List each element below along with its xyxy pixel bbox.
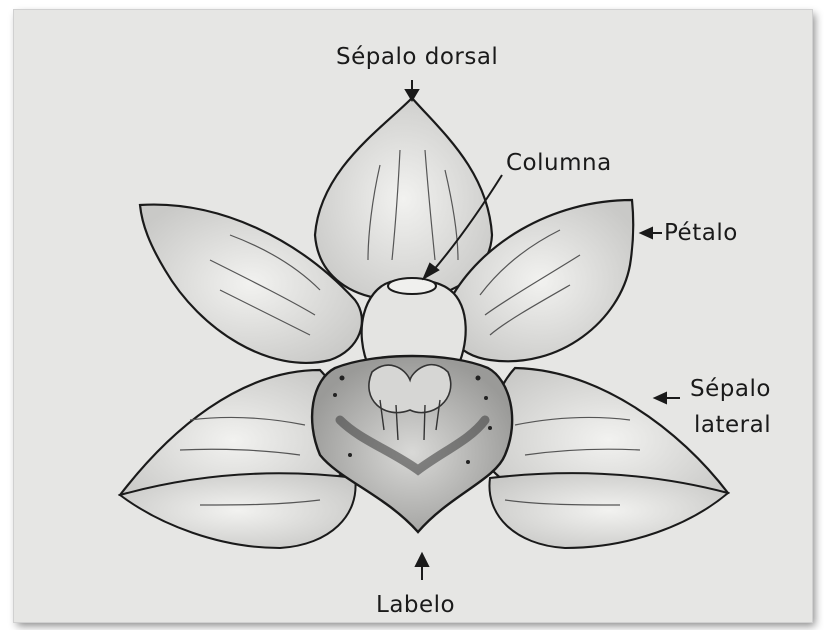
lateral-sepal-right-lower <box>489 473 728 548</box>
label-column: Columna <box>506 150 612 176</box>
column-cap <box>388 278 436 294</box>
label-lateral-sepal-line1: Sépalo <box>690 376 771 402</box>
label-petal: Pétalo <box>664 220 738 246</box>
label-dorsal-sepal: Sépalo dorsal <box>336 44 498 70</box>
label-lateral-sepal-line2: lateral <box>694 412 771 438</box>
label-lip: Labelo <box>376 592 455 618</box>
dorsal-sepal <box>315 98 492 300</box>
